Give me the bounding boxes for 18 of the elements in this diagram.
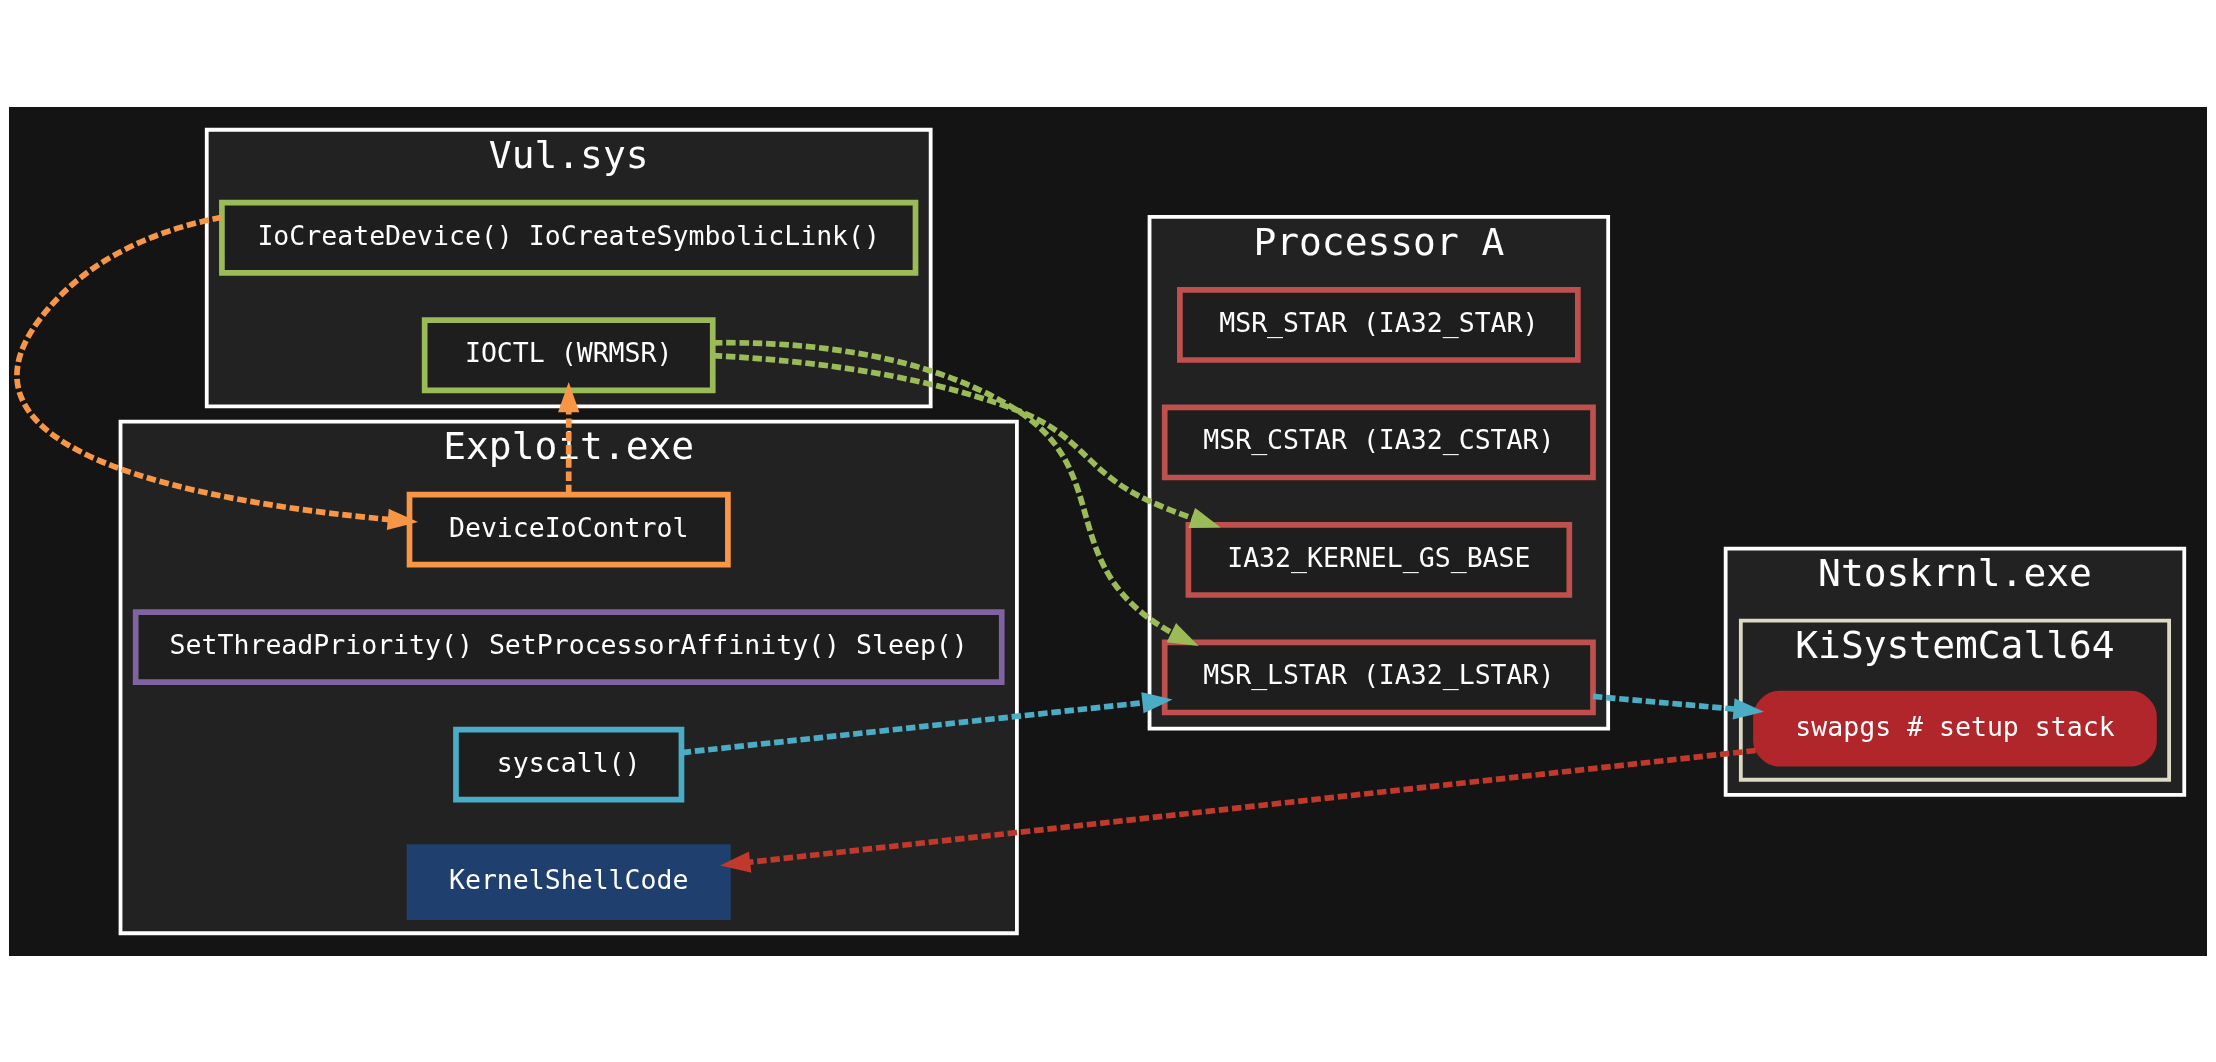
arrow	[719, 747, 1756, 873]
node-box: IoCreateDevice() IoCreateSymbolicLink()	[219, 199, 919, 276]
node-box: swapgs # setup stack	[1753, 690, 2157, 766]
node-box: syscall()	[453, 726, 685, 802]
node-box: MSR_STAR (IA32_STAR)	[1177, 286, 1581, 363]
node-box: KernelShellCode	[406, 843, 731, 920]
node-box: SetThreadPriority() SetProcessorAffinity() Sleep()	[132, 608, 1005, 685]
node-box: MSR_LSTAR (IA32_LSTAR)	[1161, 639, 1596, 715]
node-box: MSR_CSTAR (IA32_CSTAR)	[1161, 404, 1596, 480]
arrow	[1592, 693, 1764, 720]
arrow	[712, 352, 1221, 528]
arrow	[713, 339, 1199, 646]
arrow	[558, 381, 580, 494]
node-box: IOCTL (WRMSR)	[421, 316, 716, 393]
node-box: IA32_KERNEL_GS_BASE	[1185, 521, 1573, 598]
node-box: DeviceIoControl	[406, 491, 731, 567]
arrow	[681, 691, 1173, 755]
arrow	[14, 214, 419, 530]
